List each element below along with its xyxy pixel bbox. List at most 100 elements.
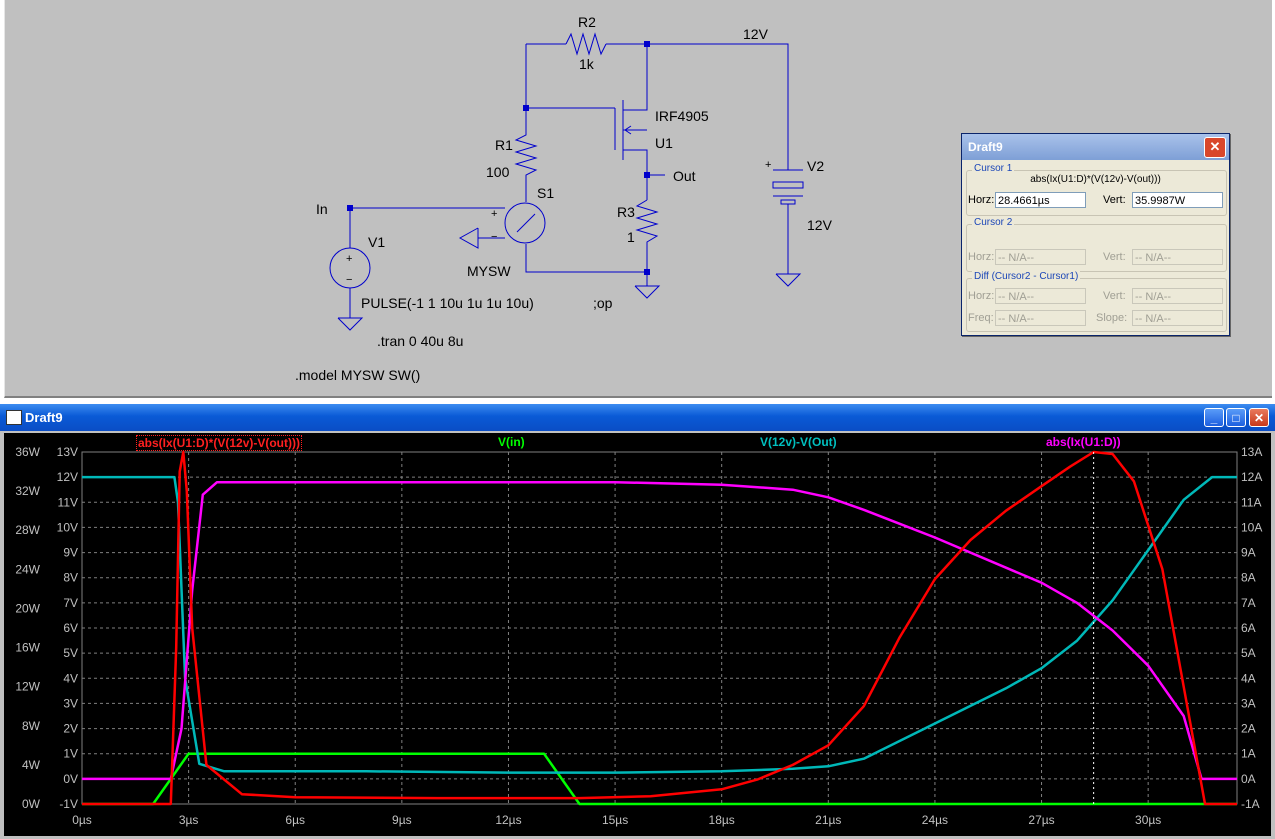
y-tick-label-power: 24W (15, 562, 40, 576)
schematic-canvas[interactable]: R2 1k 12V IRF4905 U1 Out R1 100 S1 In V1… (4, 0, 1272, 398)
cursor-dialog-titlebar[interactable]: Draft9 ✕ (962, 134, 1229, 160)
x-tick-label: 0µs (72, 813, 92, 827)
wire (606, 43, 789, 170)
wire (525, 244, 648, 282)
y-tick-label-power: 28W (15, 523, 40, 537)
cursor2-horz-field: -- N/A-- (995, 249, 1086, 265)
r3-resistor[interactable] (635, 199, 659, 272)
s1-switch-body[interactable] (504, 202, 546, 244)
u1-arrow (624, 125, 632, 135)
close-icon[interactable]: ✕ (1204, 137, 1226, 158)
x-tick-label: 27µs (1028, 813, 1054, 827)
y-tick-label-voltage: 7V (63, 596, 78, 610)
v2-value: 12V (807, 217, 833, 233)
net-label-out: Out (673, 168, 696, 184)
waveform-window-icon (6, 410, 22, 425)
x-tick-label: 30µs (1135, 813, 1161, 827)
diff-horz-field: -- N/A-- (995, 288, 1086, 304)
y-tick-label-voltage: 3V (63, 696, 78, 710)
waveform-titlebar[interactable]: Draft9 _ □ ✕ (0, 404, 1275, 431)
y-tick-label-voltage: 13V (57, 445, 78, 459)
series-trace-2[interactable] (82, 475, 1237, 774)
junction (347, 205, 353, 211)
r2-value: 1k (579, 56, 595, 72)
v1-plus-mark: + (346, 253, 352, 265)
cursor2-vert-label: Vert: (1103, 251, 1126, 263)
y-tick-label-power: 0W (22, 797, 41, 811)
series-trace-0[interactable] (82, 450, 1237, 806)
y-tick-label-current: 12A (1241, 470, 1262, 484)
diff-horz-label: Horz: (968, 290, 995, 302)
s1-plus-mark: + (491, 208, 497, 220)
trace-label-vds[interactable]: V(12v)-V(Out) (760, 435, 837, 449)
y-tick-label-current: 13A (1241, 445, 1262, 459)
cursor1-horz-field[interactable]: 28.4661µs (995, 192, 1086, 208)
junction (523, 105, 529, 111)
trace-label-current[interactable]: abs(Ix(U1:D)) (1046, 435, 1121, 449)
cursor1-vert-label: Vert: (1103, 194, 1126, 206)
y-tick-label-voltage: 0V (63, 772, 78, 786)
diff-freq-field: -- N/A-- (995, 310, 1086, 326)
r1-ref: R1 (495, 137, 513, 153)
x-tick-label: 9µs (392, 813, 412, 827)
y-tick-label-current: -1A (1241, 797, 1260, 811)
cursor2-group (966, 224, 1227, 272)
tran-directive: .tran 0 40u 8u (377, 333, 463, 349)
y-tick-label-voltage: 1V (63, 747, 78, 761)
series-trace-3[interactable] (82, 480, 1237, 781)
y-tick-label-current: 4A (1241, 671, 1256, 685)
cursor2-vert-field: -- N/A-- (1132, 249, 1223, 265)
y-tick-label-power: 36W (15, 445, 40, 459)
op-directive: ;op (593, 295, 613, 311)
y-tick-label-voltage: 8V (63, 571, 78, 585)
y-tick-label-voltage: 9V (63, 546, 78, 560)
schematic-drawing[interactable]: R2 1k 12V IRF4905 U1 Out R1 100 S1 In V1… (5, 0, 1272, 396)
v1-value: PULSE(-1 1 10u 1u 1u 10u) (361, 295, 534, 311)
r2-resistor[interactable] (565, 32, 607, 56)
y-tick-label-power: 32W (15, 484, 40, 498)
y-tick-label-voltage: 6V (63, 621, 78, 635)
y-tick-label-current: 6A (1241, 621, 1256, 635)
out-ground-symbol (634, 285, 661, 299)
plot-series (82, 450, 1237, 806)
y-tick-label-voltage: 12V (57, 470, 78, 484)
cursor1-label: Cursor 1 (972, 163, 1015, 174)
x-tick-label: 15µs (602, 813, 628, 827)
junction (644, 172, 650, 178)
diff-slope-label: Slope: (1096, 312, 1128, 324)
trace-label-power[interactable]: abs(Ix(U1:D)*(V(12v)-V(out))) (136, 435, 302, 451)
diff-freq-label: Freq: (968, 312, 994, 324)
junction (644, 269, 650, 275)
y-tick-label-current: 10A (1241, 520, 1262, 534)
r1-resistor[interactable] (514, 108, 538, 196)
v1-ground-symbol (337, 317, 364, 331)
close-icon[interactable]: ✕ (1249, 408, 1269, 427)
cursor-dialog[interactable]: Draft9 ✕ Cursor 1 abs(Ix(U1:D)*(V(12v)-V… (961, 133, 1230, 336)
cursor1-expression: abs(Ix(U1:D)*(V(12v)-V(out))) (1030, 174, 1161, 185)
y-tick-label-voltage: 10V (57, 520, 78, 534)
u1-ref: U1 (655, 135, 673, 151)
junction (644, 41, 650, 47)
cursor-dialog-title: Draft9 (968, 140, 1003, 154)
trace-label-vin[interactable]: V(in) (498, 435, 525, 449)
y-tick-label-current: 2A (1241, 722, 1256, 736)
minimize-icon[interactable]: _ (1204, 408, 1224, 427)
v2-ground-symbol (775, 273, 802, 287)
x-tick-label: 18µs (709, 813, 735, 827)
v2-ref: V2 (807, 158, 824, 174)
y-tick-label-current: 7A (1241, 596, 1256, 610)
y-tick-label-power: 8W (22, 719, 41, 733)
y-tick-label-voltage: 5V (63, 646, 78, 660)
u1-model: IRF4905 (655, 108, 709, 124)
v1-ref: V1 (368, 234, 385, 250)
diff-vert-field: -- N/A-- (1132, 288, 1223, 304)
cursor1-vert-field[interactable]: 35.9987W (1132, 192, 1223, 208)
u1-source (623, 44, 648, 111)
maximize-icon[interactable]: □ (1226, 408, 1246, 427)
x-tick-label: 21µs (815, 813, 841, 827)
y-tick-label-power: 4W (22, 758, 41, 772)
